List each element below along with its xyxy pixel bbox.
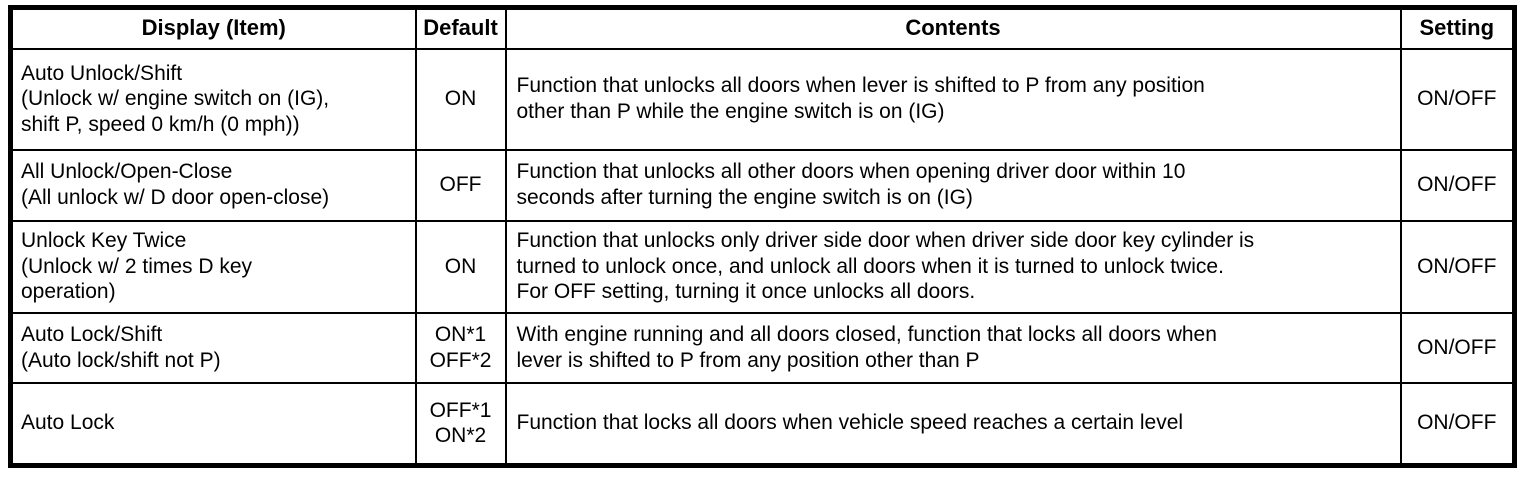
default-cell: ON bbox=[414, 219, 507, 314]
table-row: Auto Lock/Shift (Auto lock/shift not P) … bbox=[9, 311, 1516, 384]
default-cell: ON*1 OFF*2 bbox=[414, 311, 507, 384]
item-cell: Auto Lock/Shift (Auto lock/shift not P) bbox=[9, 311, 417, 384]
item-cell: Auto Lock bbox=[9, 381, 417, 467]
default-cell: ON bbox=[414, 47, 507, 151]
setting-cell: ON/OFF bbox=[1399, 311, 1516, 384]
table-row: Auto Unlock/Shift (Unlock w/ engine swit… bbox=[9, 47, 1516, 151]
contents-cell: Function that unlocks only driver side d… bbox=[504, 219, 1402, 314]
header-row: Display (Item) Default Contents Setting bbox=[9, 6, 1516, 50]
door-lock-settings-table: Display (Item) Default Contents Setting … bbox=[8, 5, 1517, 468]
header-default: Default bbox=[414, 6, 507, 50]
setting-cell: ON/OFF bbox=[1399, 219, 1516, 314]
table-row: Auto Lock OFF*1 ON*2 Function that locks… bbox=[9, 381, 1516, 467]
setting-cell: ON/OFF bbox=[1399, 47, 1516, 151]
table-row: All Unlock/Open-Close (All unlock w/ D d… bbox=[9, 148, 1516, 222]
default-cell: OFF bbox=[414, 148, 507, 222]
setting-cell: ON/OFF bbox=[1399, 148, 1516, 222]
header-display-item: Display (Item) bbox=[9, 6, 417, 50]
default-cell: OFF*1 ON*2 bbox=[414, 381, 507, 467]
contents-cell: With engine running and all doors closed… bbox=[504, 311, 1402, 384]
contents-cell: Function that unlocks all doors when lev… bbox=[504, 47, 1402, 151]
setting-cell: ON/OFF bbox=[1399, 381, 1516, 467]
item-cell: Unlock Key Twice (Unlock w/ 2 times D ke… bbox=[9, 219, 417, 314]
header-contents: Contents bbox=[504, 6, 1402, 50]
header-setting: Setting bbox=[1399, 6, 1516, 50]
contents-cell: Function that unlocks all other doors wh… bbox=[504, 148, 1402, 222]
table-row: Unlock Key Twice (Unlock w/ 2 times D ke… bbox=[9, 219, 1516, 314]
item-cell: Auto Unlock/Shift (Unlock w/ engine swit… bbox=[9, 47, 417, 151]
contents-cell: Function that locks all doors when vehic… bbox=[504, 381, 1402, 467]
item-cell: All Unlock/Open-Close (All unlock w/ D d… bbox=[9, 148, 417, 222]
